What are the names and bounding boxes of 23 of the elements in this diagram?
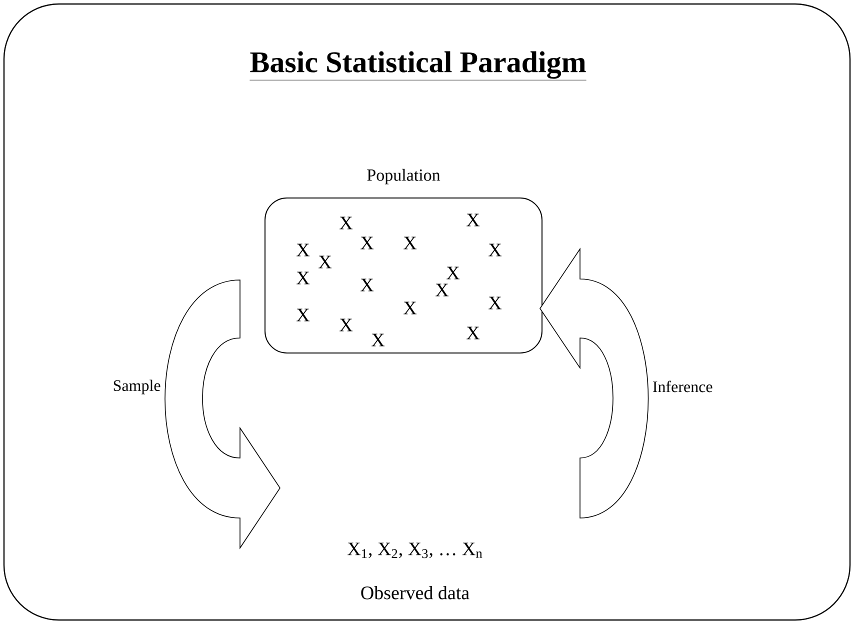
x-mark: X [446, 266, 460, 280]
x-mark: X [466, 326, 480, 340]
caption-text: Observed data [361, 586, 470, 600]
x-mark: X [296, 244, 310, 256]
edge-label: Inference [653, 380, 712, 392]
x-mark: X [488, 244, 502, 256]
x-mark: X [318, 256, 332, 268]
x-mark: X [360, 236, 374, 250]
x-mark: X [296, 308, 310, 322]
x-mark: X [340, 216, 353, 230]
x-mark: X [372, 334, 385, 346]
box-heading: Population [367, 168, 440, 184]
x-mark: X [404, 236, 417, 250]
sequence-text: X$_{1}$, X$_{2}$, X$_{3}$, … X$_{n}$ [348, 542, 482, 558]
x-mark: X [360, 278, 374, 292]
x-mark: X [466, 214, 480, 226]
x-mark: X [436, 284, 449, 296]
x-mark: X [340, 318, 353, 332]
title: Basic Statistical Paradigm [249, 51, 587, 80]
x-mark: X [296, 272, 310, 284]
x-mark: X [404, 302, 417, 314]
x-mark: X [488, 296, 502, 310]
edge-label: Sample [114, 380, 160, 394]
